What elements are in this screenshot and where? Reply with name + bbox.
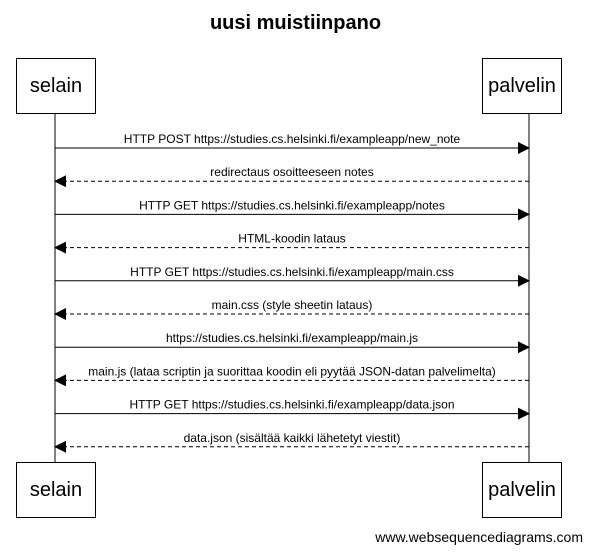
watermark: www.websequencediagrams.com [375, 529, 583, 545]
diagram-title: uusi muistiinpano [209, 12, 382, 34]
message-label-2: redirectaus osoitteeseen notes [210, 165, 373, 179]
participant-selain-bottom: selain [16, 462, 96, 518]
message-label-8: main.js (lataa scriptin ja suorittaa koo… [88, 364, 496, 378]
participant-palvelin-bottom: palvelin [482, 462, 562, 518]
message-label-3: HTTP GET https://studies.cs.helsinki.fi/… [139, 198, 445, 212]
message-label-6: main.css (style sheetin lataus) [212, 298, 373, 312]
message-label-7: https://studies.cs.helsinki.fi/exampleap… [166, 331, 418, 345]
participant-selain-top: selain [16, 58, 96, 114]
message-label-5: HTTP GET https://studies.cs.helsinki.fi/… [130, 265, 454, 279]
message-label-4: HTML-koodin lataus [238, 232, 345, 246]
message-label-1: HTTP POST https://studies.cs.helsinki.fi… [124, 132, 461, 146]
participant-palvelin-top: palvelin [482, 58, 562, 114]
message-label-9: HTTP GET https://studies.cs.helsinki.fi/… [129, 398, 454, 412]
message-label-10: data.json (sisältää kaikki lähetetyt vie… [184, 431, 401, 445]
